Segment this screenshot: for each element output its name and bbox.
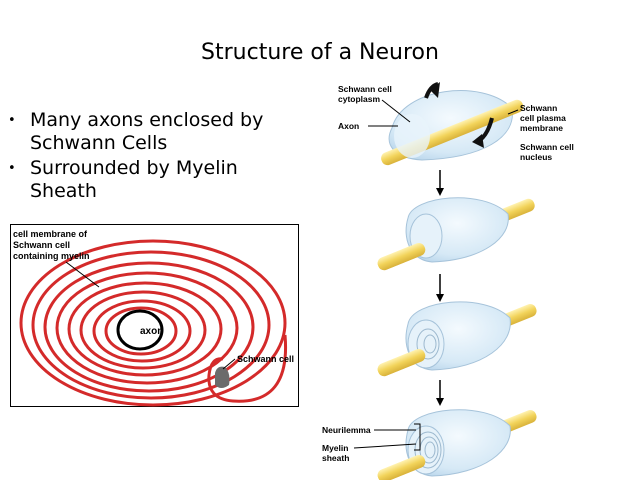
label-plasma-2: cell plasma — [520, 113, 566, 123]
cytoplasm-leader-line — [381, 99, 411, 123]
schwann-nucleus — [215, 366, 230, 388]
down-arrow-icon — [436, 274, 444, 302]
myelination-flow-diagram: Schwann cell cytoplasm Axon Schwann cell… — [322, 82, 574, 480]
stage-2 — [377, 197, 535, 271]
bullet-dot-icon: • — [8, 113, 16, 128]
label-nucleus-1: Schwann cell — [520, 142, 574, 152]
bullet-dot-icon: • — [8, 161, 16, 176]
label-plasma-3: membrane — [520, 123, 563, 133]
bullet-item: • Surrounded by Myelin Sheath — [8, 157, 298, 203]
label-myelin-2: sheath — [322, 453, 349, 463]
schwann-leader-line — [222, 358, 236, 370]
membrane-label-line2: Schwann cell — [13, 240, 70, 250]
slide-title: Structure of a Neuron — [201, 40, 439, 65]
myelin-spiral-graphic: axon cell membrane of Schwann cell conta… — [13, 229, 294, 407]
membrane-leader-line — [65, 261, 100, 288]
label-nucleus-2: nucleus — [520, 152, 552, 162]
stage-1 — [381, 82, 524, 166]
bullet-text: Surrounded by Myelin Sheath — [30, 157, 238, 202]
label-neurilemma: Neurilemma — [322, 425, 371, 435]
label-cytoplasm-1: Schwann cell — [338, 84, 392, 94]
bullet-item: • Many axons enclosed by Schwann Cells — [8, 109, 298, 155]
axon-circle — [116, 309, 164, 351]
membrane-label-line1: cell membrane of — [13, 229, 88, 239]
spiral-schwann-label: Schwann cell — [237, 354, 294, 364]
myelin-spiral — [19, 239, 287, 407]
label-cytoplasm-2: cytoplasm — [338, 94, 380, 104]
plasma-leader-line — [507, 109, 519, 115]
spiral-axon-label: axon — [140, 326, 163, 337]
down-arrow-icon — [436, 380, 444, 406]
myelin-leader-line — [353, 443, 417, 449]
membrane-label-line3: containing myelin — [13, 251, 90, 261]
label-myelin-1: Myelin — [322, 443, 348, 453]
stage-4 — [377, 409, 537, 480]
myelin-spiral-diagram: axon cell membrane of Schwann cell conta… — [10, 224, 299, 407]
stage-3 — [377, 301, 537, 377]
label-axon: Axon — [338, 121, 359, 131]
down-arrow-icon — [436, 170, 444, 196]
bullet-text: Many axons enclosed by Schwann Cells — [30, 109, 264, 154]
bullet-list: • Many axons enclosed by Schwann Cells •… — [8, 109, 298, 205]
label-plasma-1: Schwann — [520, 103, 557, 113]
myelin-bracket — [414, 423, 421, 451]
schwann-cell-tail — [207, 334, 288, 403]
